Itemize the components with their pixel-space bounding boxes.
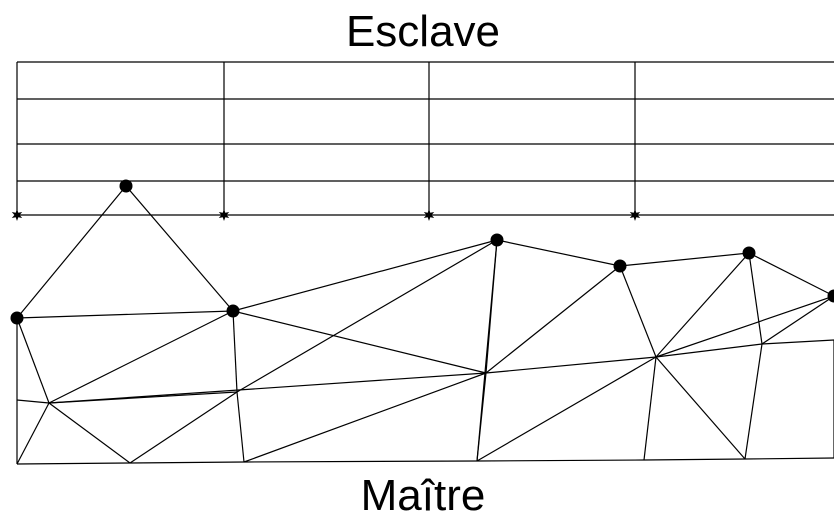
master-node-dot: [227, 305, 240, 318]
master-node-dot: [11, 312, 24, 325]
master-mesh-edge: [745, 458, 834, 459]
master-node-dot: [743, 247, 756, 260]
master-mesh-edge: [130, 392, 237, 463]
master-mesh-edge: [477, 357, 656, 461]
master-mesh-edge: [17, 400, 49, 403]
master-mesh-edge: [233, 240, 497, 311]
master-mesh-edge: [17, 463, 130, 464]
master-node-dot: [614, 260, 627, 273]
master-mesh-edge: [644, 459, 745, 460]
master-mesh-edge: [745, 344, 762, 459]
master-mesh-edge: [130, 462, 244, 463]
master-mesh-edge: [244, 461, 477, 462]
master-mesh-edge: [477, 373, 486, 461]
master-mesh-edge: [49, 373, 486, 403]
master-mesh-edge: [486, 266, 620, 373]
master-mesh-edge: [126, 186, 233, 311]
master-mesh-edge: [17, 311, 233, 318]
master-mesh-edge: [49, 311, 233, 403]
master-mesh-edge: [486, 357, 656, 373]
master-node-dot: [828, 290, 834, 303]
slave-mesh: [17, 62, 834, 215]
master-mesh-edge: [237, 240, 497, 392]
master-mesh-edge: [17, 403, 49, 464]
master-node-dot: [491, 234, 504, 247]
master-mesh-edge: [497, 240, 620, 266]
master-mesh: [17, 186, 834, 464]
master-mesh-edge: [656, 357, 745, 459]
master-mesh-edge: [49, 403, 130, 463]
master-mesh-edge: [656, 344, 762, 357]
master-mesh-edge: [749, 253, 762, 344]
master-mesh-edge: [477, 460, 644, 461]
master-mesh-edge: [749, 253, 834, 296]
master-mesh-edge: [237, 392, 244, 462]
master-mesh-edge: [644, 357, 656, 460]
master-node-dot: [120, 180, 133, 193]
master-mesh-edge: [620, 253, 749, 266]
master-mesh-edge: [17, 318, 49, 403]
master-mesh-edge: [620, 266, 656, 357]
master-mesh-edge: [17, 186, 126, 318]
master-mesh-edge: [762, 296, 834, 344]
master-mesh-edge: [762, 340, 834, 344]
master-nodes: [11, 180, 834, 325]
master-mesh-edge: [233, 311, 237, 392]
master-mesh-edge: [244, 373, 486, 462]
